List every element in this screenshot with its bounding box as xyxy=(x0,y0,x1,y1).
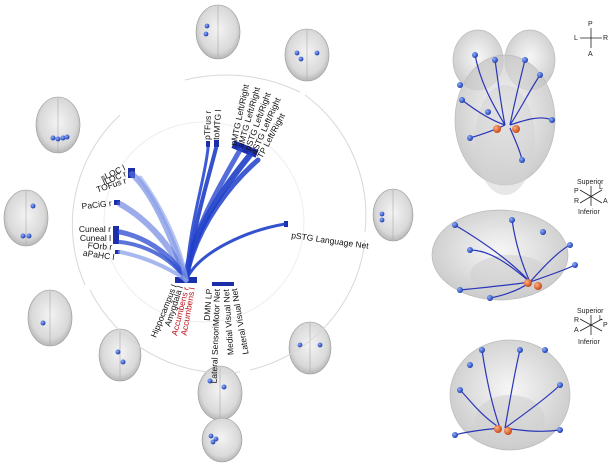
chord-12 xyxy=(137,175,189,283)
label-medial-visual: Medial Visual Net xyxy=(221,288,236,355)
brain-thumb-bottom-corner xyxy=(201,417,243,463)
orientation-middle: Superior L R A P Inferior xyxy=(574,179,608,216)
orient-mid-r: R xyxy=(574,198,579,205)
label-forb: FOrb r xyxy=(87,240,112,252)
glass-brain-oblique xyxy=(449,339,571,451)
glass-brain-axial xyxy=(452,29,556,195)
brain-thumbnails xyxy=(3,4,414,463)
label-dmn-lp: DMN LP xyxy=(202,288,214,321)
brain-thumb-left xyxy=(3,189,49,247)
connectome-ring xyxy=(71,74,367,374)
brain-thumb-bottom xyxy=(197,365,243,421)
orient-bot-p: P xyxy=(603,322,608,329)
brain-thumb-upper-left xyxy=(35,96,81,154)
orientation-top: P L R A xyxy=(574,21,608,58)
segment-networks xyxy=(212,282,234,286)
orient-top-p: P xyxy=(588,21,593,28)
label-lateral-sensorimotor: Lateral SensoriMotor Net xyxy=(209,288,222,383)
connectome-chords xyxy=(117,146,287,283)
orient-bot-a: A xyxy=(574,327,579,334)
brain-thumb-lower-left xyxy=(27,289,73,347)
brain-thumb-top xyxy=(195,4,241,60)
segment-pacig xyxy=(114,200,120,205)
brain-thumb-bottom-left xyxy=(98,328,142,382)
label-cuneal-l: Cuneal l xyxy=(80,233,111,243)
orient-bot-superior: Superior xyxy=(577,308,604,315)
brain-thumb-top-right xyxy=(284,28,330,82)
orient-bot-inferior: Inferior xyxy=(578,339,600,346)
orient-top-r: R xyxy=(603,35,608,42)
label-pacigr: PaCiG r xyxy=(81,198,112,211)
orient-top-a: A xyxy=(588,51,593,58)
label-apahcl: aPaHC l xyxy=(82,248,115,262)
orient-mid-superior: Superior xyxy=(577,179,604,186)
segment-tomtg xyxy=(214,140,219,147)
orient-mid-a: A xyxy=(603,198,608,205)
segment-phc xyxy=(115,250,120,254)
roi-labels: pTFus r toMTG l pMTG Left/Right aMTG Lef… xyxy=(79,83,370,384)
orient-bot-r: R xyxy=(574,317,579,324)
orient-mid-p: P xyxy=(574,188,579,195)
orient-mid-l: L xyxy=(599,184,603,191)
segment-ptfusr xyxy=(206,141,210,147)
orientation-bottom: Superior L P R A Inferior xyxy=(574,308,608,346)
chord-6 xyxy=(184,222,287,282)
label-pstg-language-net: pSTG Language Net xyxy=(291,230,370,251)
orient-mid-inferior: Inferior xyxy=(578,209,600,216)
brain-thumb-right xyxy=(372,188,414,242)
label-tomtg: toMTG l xyxy=(211,109,223,140)
chord-11 xyxy=(118,250,188,282)
label-ptfusr: pTFus r xyxy=(202,110,213,140)
label-cuneal-r: Cuneal r xyxy=(79,224,111,234)
brain-thumb-bottom-right xyxy=(288,321,332,375)
chord-5 xyxy=(184,146,210,282)
segment-cuneal xyxy=(113,226,119,244)
glass-brain-lateral xyxy=(431,209,578,301)
orient-bot-l: L xyxy=(599,315,603,322)
chord-10 xyxy=(118,240,188,282)
orient-top-l: L xyxy=(574,35,578,42)
